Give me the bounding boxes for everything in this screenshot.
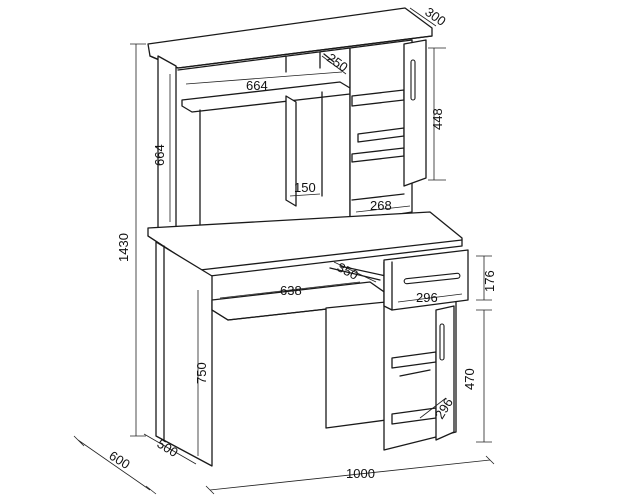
dim-drawer-height: 176 (482, 270, 497, 292)
dimension-lines (73, 7, 495, 495)
drawer-handle (403, 272, 461, 285)
lower-door-handle (439, 323, 445, 361)
dim-partition-width: 150 (294, 180, 316, 195)
dim-total-depth: 600 (106, 448, 132, 472)
dim-drawer-width: 296 (416, 290, 438, 305)
dim-niche-depth: 250 (324, 50, 350, 75)
modesty-panel (325, 301, 387, 429)
dim-keyboard-shelf-width: 638 (280, 283, 302, 298)
dim-superstructure-height: 664 (152, 144, 167, 166)
dim-keyboard-shelf-depth: 350 (335, 259, 361, 282)
niche-partition (285, 95, 297, 207)
upper-door (403, 39, 427, 187)
dim-total-height: 1430 (116, 233, 131, 262)
dim-door-height: 448 (430, 108, 445, 130)
dim-table-height: 750 (194, 362, 209, 384)
dim-cabinet-height: 470 (462, 368, 477, 390)
desk (147, 211, 469, 467)
upper-door-handle (410, 59, 416, 101)
dim-niche-width: 664 (246, 78, 268, 93)
dim-shelf-width: 268 (370, 198, 392, 213)
dim-total-width: 1000 (346, 466, 375, 481)
